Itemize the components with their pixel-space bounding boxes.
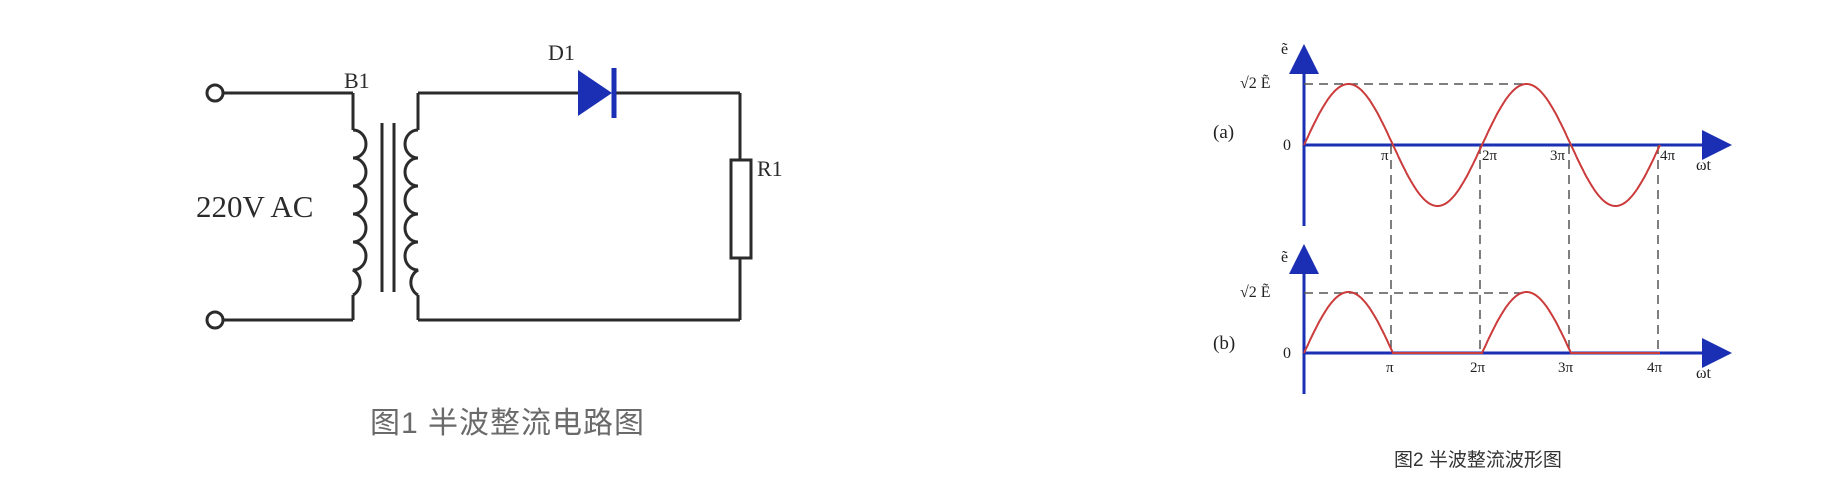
peak-label-a: √2 Ẽ [1240, 74, 1271, 92]
tick-b-2pi: 2π [1470, 360, 1486, 376]
diode-d1 [578, 68, 617, 118]
circuit-panel: B1 D1 R1 220V AC 图1 半波整流电路图 [196, 40, 783, 440]
label-d1: D1 [548, 40, 575, 65]
secondary-coil [403, 128, 419, 297]
tick-b-4pi: 4π [1647, 360, 1663, 376]
zero-label-a: 0 [1283, 137, 1291, 154]
tick-a-3pi: 3π [1550, 148, 1566, 164]
x-label-b: ωt [1696, 365, 1712, 382]
half-wave-rectifier-circuit: B1 D1 R1 220V AC [196, 40, 783, 330]
tick-a-2pi: 2π [1482, 148, 1498, 164]
tick-a-4pi: 4π [1660, 148, 1676, 164]
zero-label-b: 0 [1283, 345, 1291, 362]
panel-a-label: (a) [1213, 122, 1234, 143]
label-220v-ac: 220V AC [196, 189, 313, 224]
y-label-b: ẽ [1281, 249, 1288, 266]
label-r1: R1 [757, 156, 783, 181]
x-label-a: ωt [1696, 157, 1712, 174]
dashed-guides [1304, 83, 1659, 353]
waveform-panel [980, 0, 1836, 482]
label-b1: B1 [344, 68, 370, 93]
peak-label-b: √2 Ẽ [1240, 283, 1271, 301]
panel-b-label: (b) [1213, 333, 1235, 354]
rectified-waveform-b [1303, 291, 1660, 354]
tick-b-3pi: 3π [1558, 360, 1574, 376]
sine-waveform-a [1303, 83, 1661, 207]
tick-b-pi: π [1386, 360, 1394, 376]
tick-a-pi: π [1381, 148, 1389, 164]
figure1-caption: 图1 半波整流电路图 [370, 407, 646, 440]
primary-coil [352, 128, 368, 297]
figure2-caption: 图2 半波整流波形图 [1394, 450, 1562, 471]
y-label-a: ẽ [1281, 41, 1288, 58]
